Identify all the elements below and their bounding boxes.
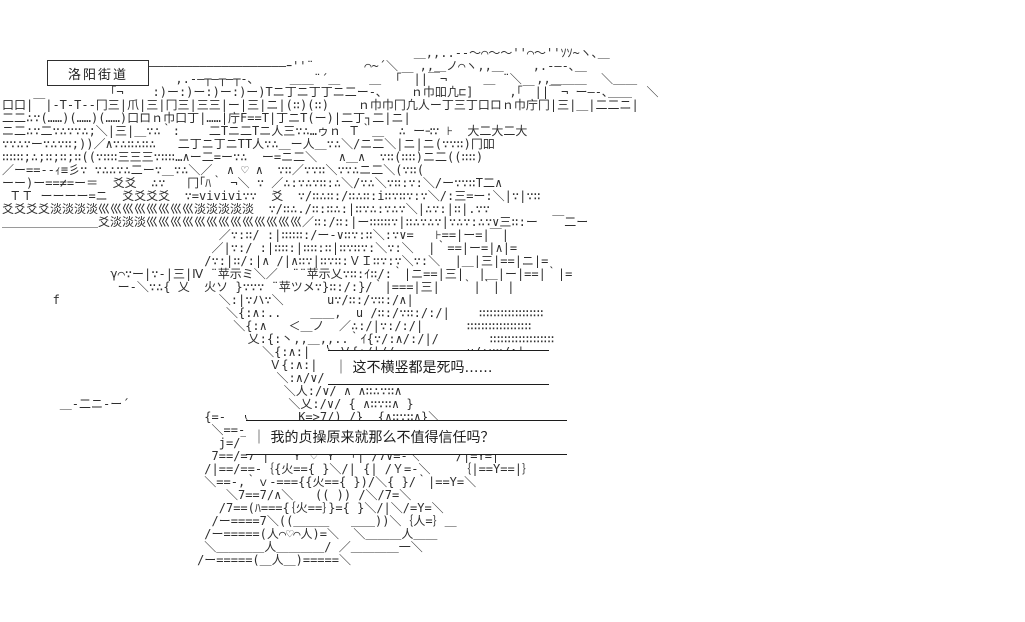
speech-balloon-2-text: ｜ 我的贞操原来就那么不值得信任吗？: [252, 430, 495, 446]
ascii-art: ＿,,..--～⌒～～''⌒～''ｿｿ~ヽ､＿ ¬ーー―――――――――――――…: [2, 46, 659, 567]
speech-balloon-2: ｜ 我的贞操原来就那么不值得信任吗？: [245, 415, 567, 455]
speech-balloon-1-text: ｜ 这不横竖都是死吗……: [334, 360, 493, 376]
speech-balloon-1: ｜ 这不横竖都是死吗……: [327, 345, 549, 385]
location-label-box: 洛阳街道: [47, 60, 149, 86]
location-label: 洛阳街道: [67, 67, 128, 83]
